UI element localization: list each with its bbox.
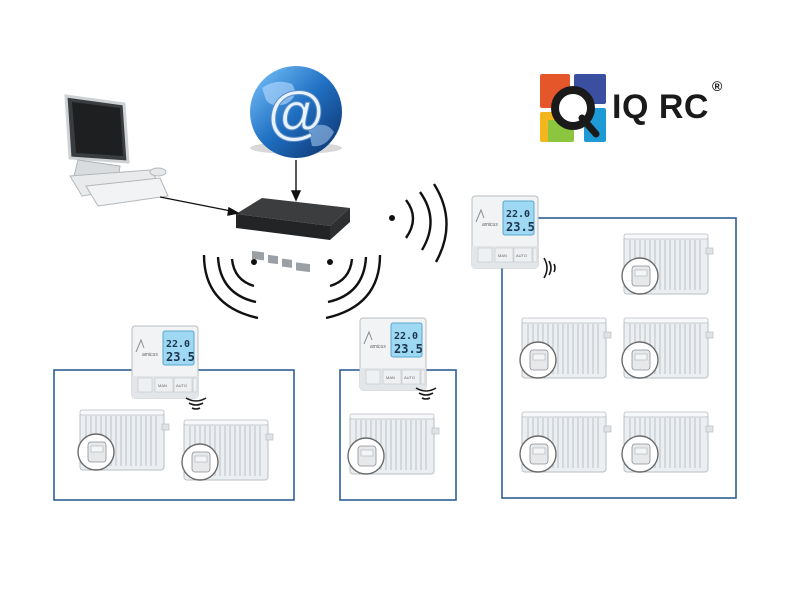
radiator-icon bbox=[519, 411, 612, 473]
zone-3 bbox=[501, 217, 737, 499]
radiator-icon bbox=[181, 419, 274, 481]
router-gateway-icon bbox=[236, 198, 350, 273]
internet-globe-icon: @ bbox=[250, 66, 342, 158]
svg-text:MAN: MAN bbox=[498, 253, 507, 258]
svg-text:22.0: 22.0 bbox=[166, 339, 190, 350]
svg-text:MAN: MAN bbox=[158, 383, 167, 388]
svg-text:AUTO: AUTO bbox=[516, 253, 527, 258]
wireless-small-icon bbox=[185, 397, 207, 410]
radiator-icon bbox=[621, 411, 714, 473]
svg-text:23.5: 23.5 bbox=[394, 342, 423, 356]
svg-text:@: @ bbox=[268, 80, 325, 145]
radiator-icon bbox=[621, 317, 714, 379]
iq-rc-logo-text: IQ RC bbox=[612, 88, 709, 126]
radiator-icon bbox=[621, 233, 714, 295]
svg-text:AUTO: AUTO bbox=[404, 375, 415, 380]
iq-rc-logo-mark bbox=[540, 74, 606, 142]
svg-text:amicus: amicus bbox=[370, 344, 386, 350]
computer-icon bbox=[64, 94, 169, 207]
svg-text:AUTO: AUTO bbox=[176, 383, 187, 388]
svg-text:23.5: 23.5 bbox=[506, 220, 535, 234]
svg-text:amicus: amicus bbox=[142, 352, 158, 358]
thermostat-display-3: 22.0 23.5 amicus MAN AUTO bbox=[482, 209, 535, 258]
registered-mark: ® bbox=[712, 78, 723, 94]
radiator-icon bbox=[347, 413, 440, 475]
svg-text:MAN: MAN bbox=[386, 375, 395, 380]
svg-text:amicus: amicus bbox=[482, 222, 498, 228]
radiator-icon bbox=[77, 409, 170, 471]
thermostat-display-2: 22.0 23.5 amicus MAN AUTO bbox=[370, 331, 423, 380]
svg-text:23.5: 23.5 bbox=[166, 350, 195, 364]
wireless-signal-icon bbox=[202, 183, 448, 320]
wireless-small-icon bbox=[543, 257, 556, 279]
svg-text:22.0: 22.0 bbox=[506, 209, 530, 220]
radiator-icon bbox=[519, 317, 612, 379]
connection-arrows bbox=[159, 160, 302, 216]
svg-text:22.0: 22.0 bbox=[394, 331, 418, 342]
thermostat-display-1: 22.0 23.5 amicus MAN AUTO bbox=[142, 339, 195, 388]
